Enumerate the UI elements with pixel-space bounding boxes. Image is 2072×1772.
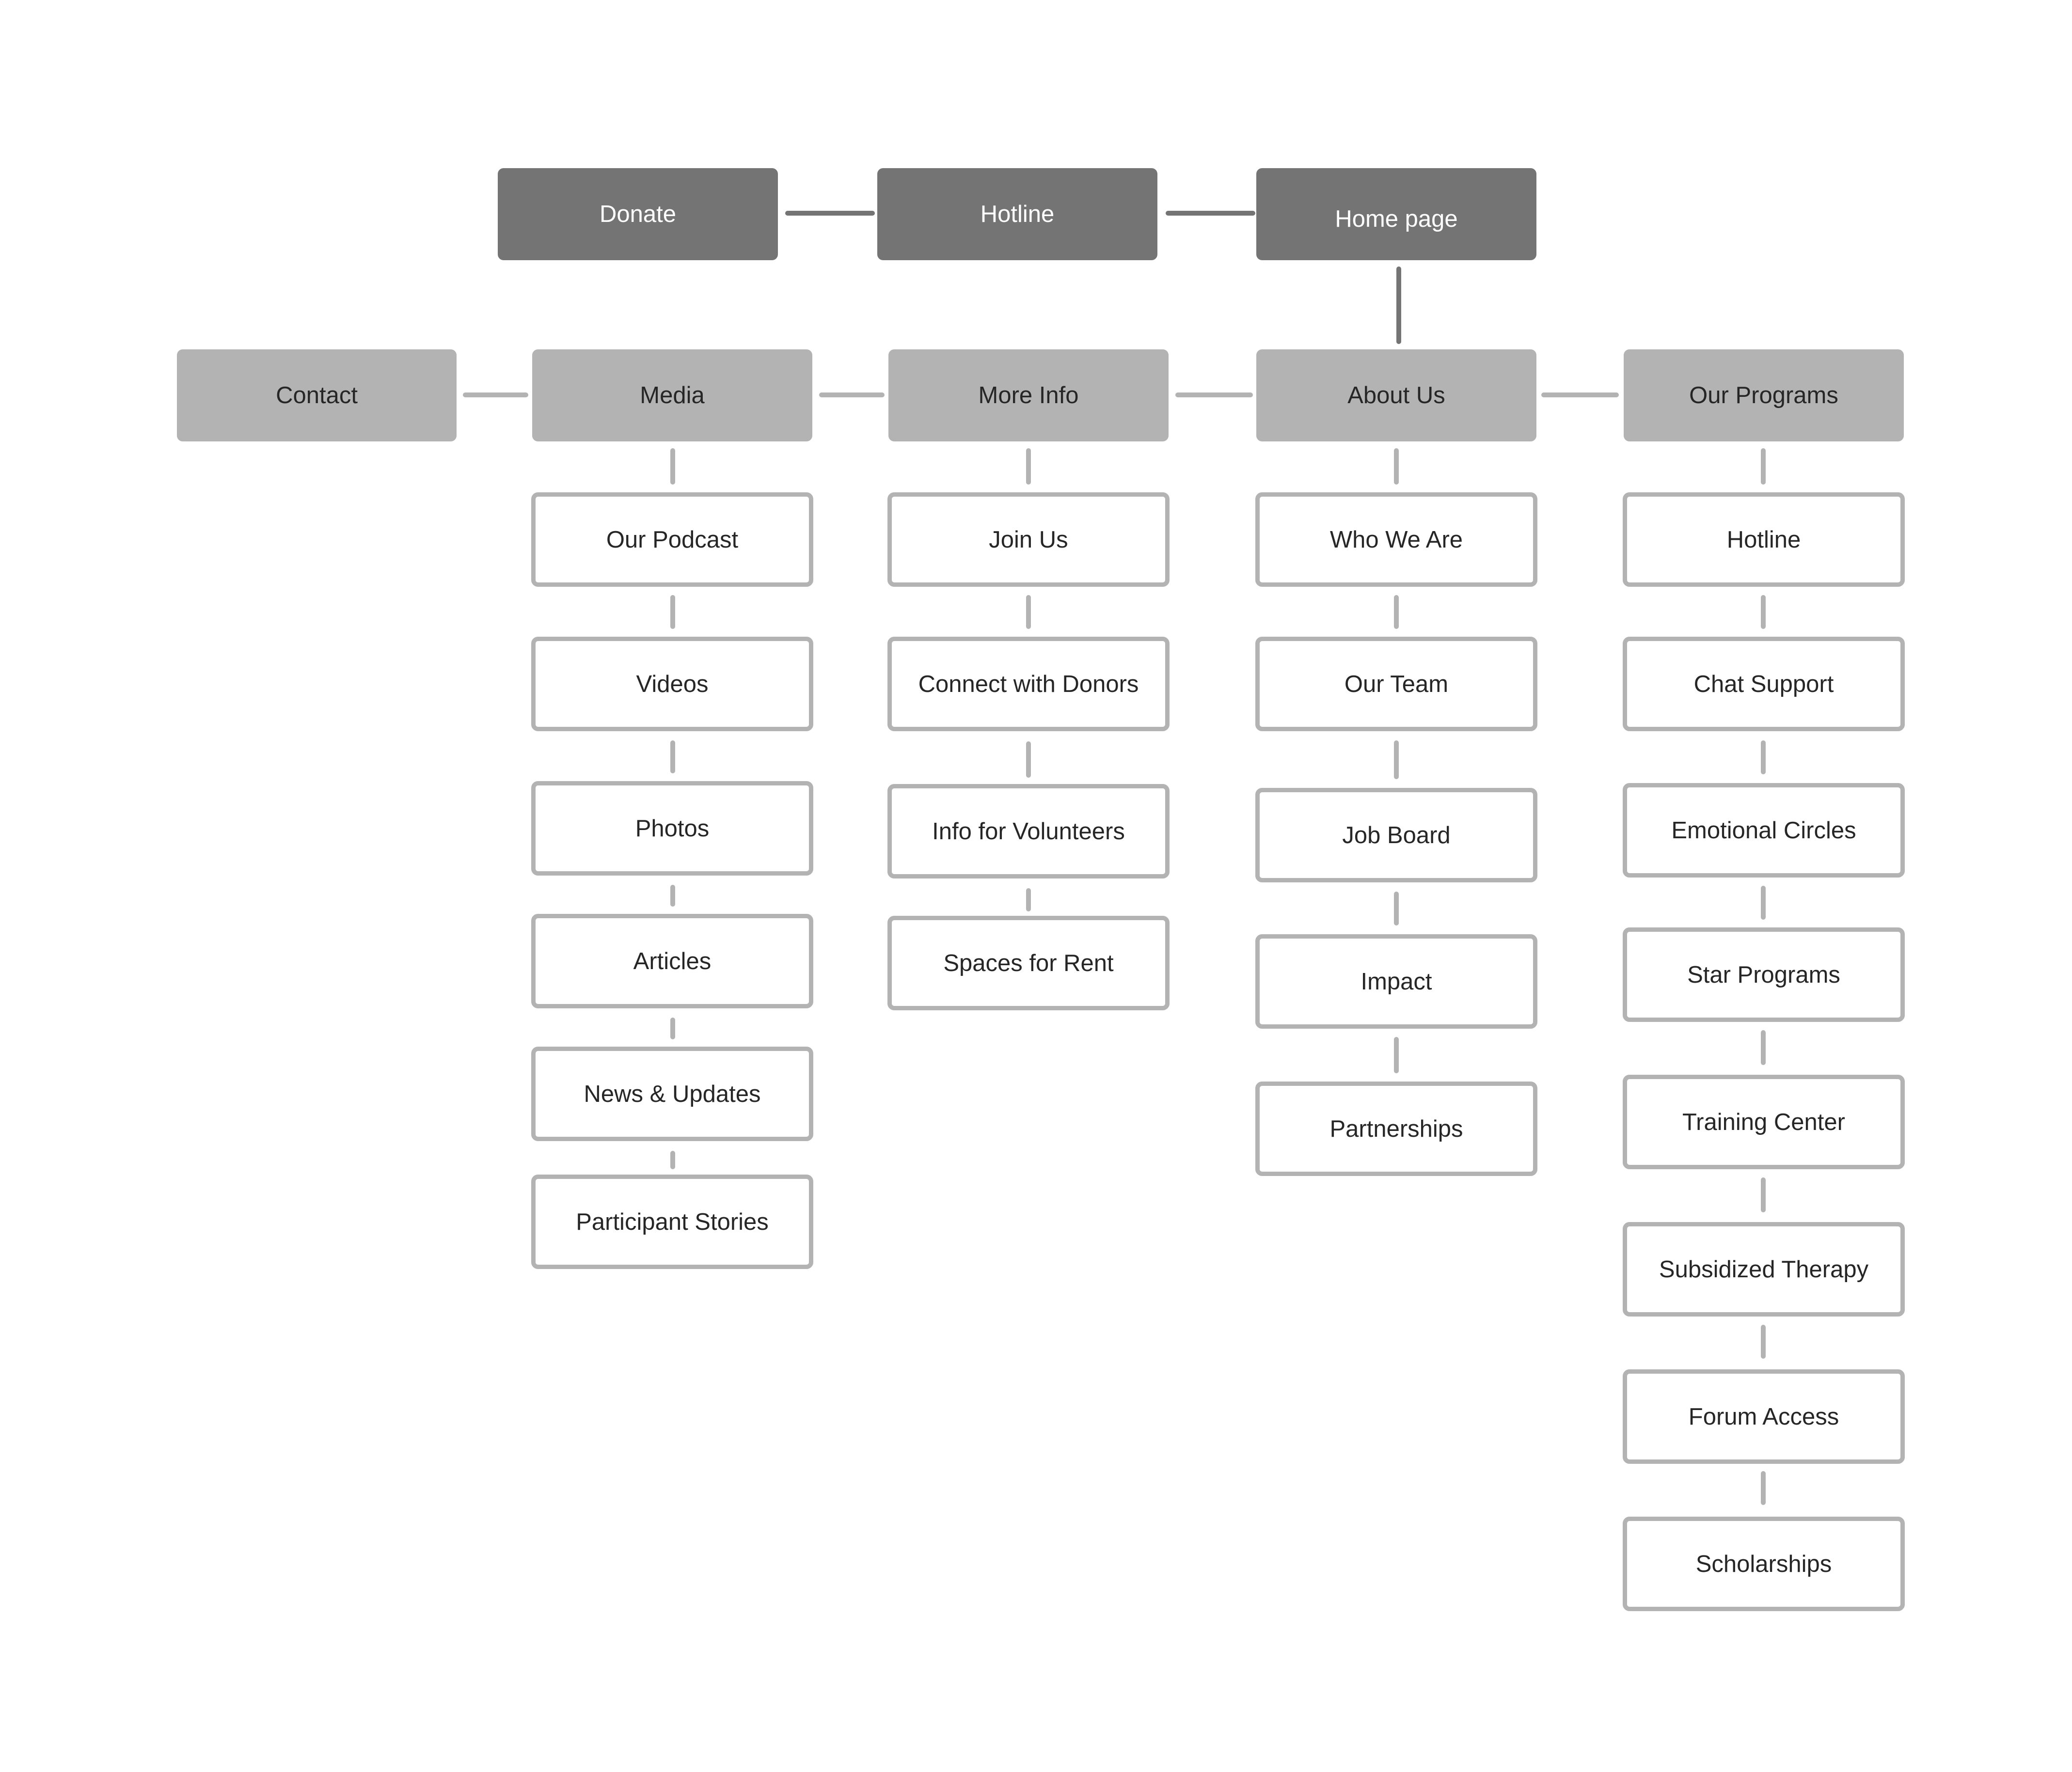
- page-participant-stories: Participant Stories: [531, 1175, 813, 1269]
- connector-programs-col: [1761, 740, 1766, 774]
- page-join-us: Join Us: [887, 492, 1170, 587]
- node-contact: Contact: [177, 349, 457, 441]
- page-chat-support: Chat Support: [1623, 637, 1905, 731]
- connector-moreinfo-col: [1026, 888, 1031, 911]
- node-more-info: More Info: [888, 349, 1169, 441]
- page-videos: Videos: [531, 637, 813, 731]
- page-subsidized-therapy: Subsidized Therapy: [1623, 1222, 1905, 1317]
- page-impact: Impact: [1255, 934, 1537, 1029]
- connector-programs-col: [1761, 1030, 1766, 1065]
- connector-moreinfo-col: [1026, 741, 1031, 778]
- connector-programs-col: [1761, 1325, 1766, 1359]
- connector-home-about: [1396, 267, 1401, 344]
- page-info-for-volunteers: Info for Volunteers: [887, 784, 1170, 878]
- connector-about-col: [1394, 740, 1399, 779]
- page-partnerships: Partnerships: [1255, 1082, 1537, 1176]
- node-hotline-top: Hotline: [877, 168, 1157, 260]
- connector-about-programs: [1541, 392, 1619, 397]
- connector-about-col: [1394, 1037, 1399, 1073]
- connector-programs-col: [1761, 886, 1766, 920]
- page-scholarships: Scholarships: [1623, 1517, 1905, 1611]
- page-forum-access: Forum Access: [1623, 1369, 1905, 1464]
- page-training-center: Training Center: [1623, 1075, 1905, 1169]
- connector-contact-media: [463, 392, 528, 397]
- node-media: Media: [532, 349, 812, 441]
- connector-moreinfo-about: [1175, 392, 1253, 397]
- connector-donate-hotline: [785, 211, 875, 216]
- connector-programs-col: [1761, 1471, 1766, 1505]
- connector-media-col: [670, 885, 675, 907]
- page-job-board: Job Board: [1255, 788, 1537, 882]
- connector-media-col: [670, 1151, 675, 1169]
- node-donate: Donate: [498, 168, 778, 260]
- node-our-programs: Our Programs: [1624, 349, 1904, 441]
- page-emotional-circles: Emotional Circles: [1623, 783, 1905, 878]
- connector-moreinfo-col: [1026, 448, 1031, 485]
- connector-media-col: [670, 448, 675, 485]
- page-connect-with-donors: Connect with Donors: [887, 637, 1170, 731]
- page-articles: Articles: [531, 914, 813, 1008]
- node-home-page: Home page: [1256, 168, 1536, 260]
- connector-media-moreinfo: [819, 392, 885, 397]
- page-star-programs: Star Programs: [1623, 927, 1905, 1022]
- page-photos: Photos: [531, 781, 813, 876]
- connector-media-col: [670, 1018, 675, 1039]
- page-our-podcast: Our Podcast: [531, 492, 813, 587]
- page-who-we-are: Who We Are: [1255, 492, 1537, 587]
- node-about-us: About Us: [1256, 349, 1536, 441]
- connector-media-col: [670, 740, 675, 773]
- page-our-team: Our Team: [1255, 637, 1537, 731]
- connector-about-col: [1394, 448, 1399, 485]
- connector-media-col: [670, 595, 675, 629]
- connector-programs-col: [1761, 448, 1766, 485]
- connector-hotline-home: [1166, 211, 1255, 216]
- page-spaces-for-rent: Spaces for Rent: [887, 916, 1170, 1010]
- page-news-updates: News & Updates: [531, 1047, 813, 1141]
- connector-about-col: [1394, 892, 1399, 925]
- connector-about-col: [1394, 595, 1399, 629]
- connector-programs-col: [1761, 595, 1766, 629]
- page-hotline: Hotline: [1623, 492, 1905, 587]
- connector-programs-col: [1761, 1177, 1766, 1212]
- connector-moreinfo-col: [1026, 595, 1031, 629]
